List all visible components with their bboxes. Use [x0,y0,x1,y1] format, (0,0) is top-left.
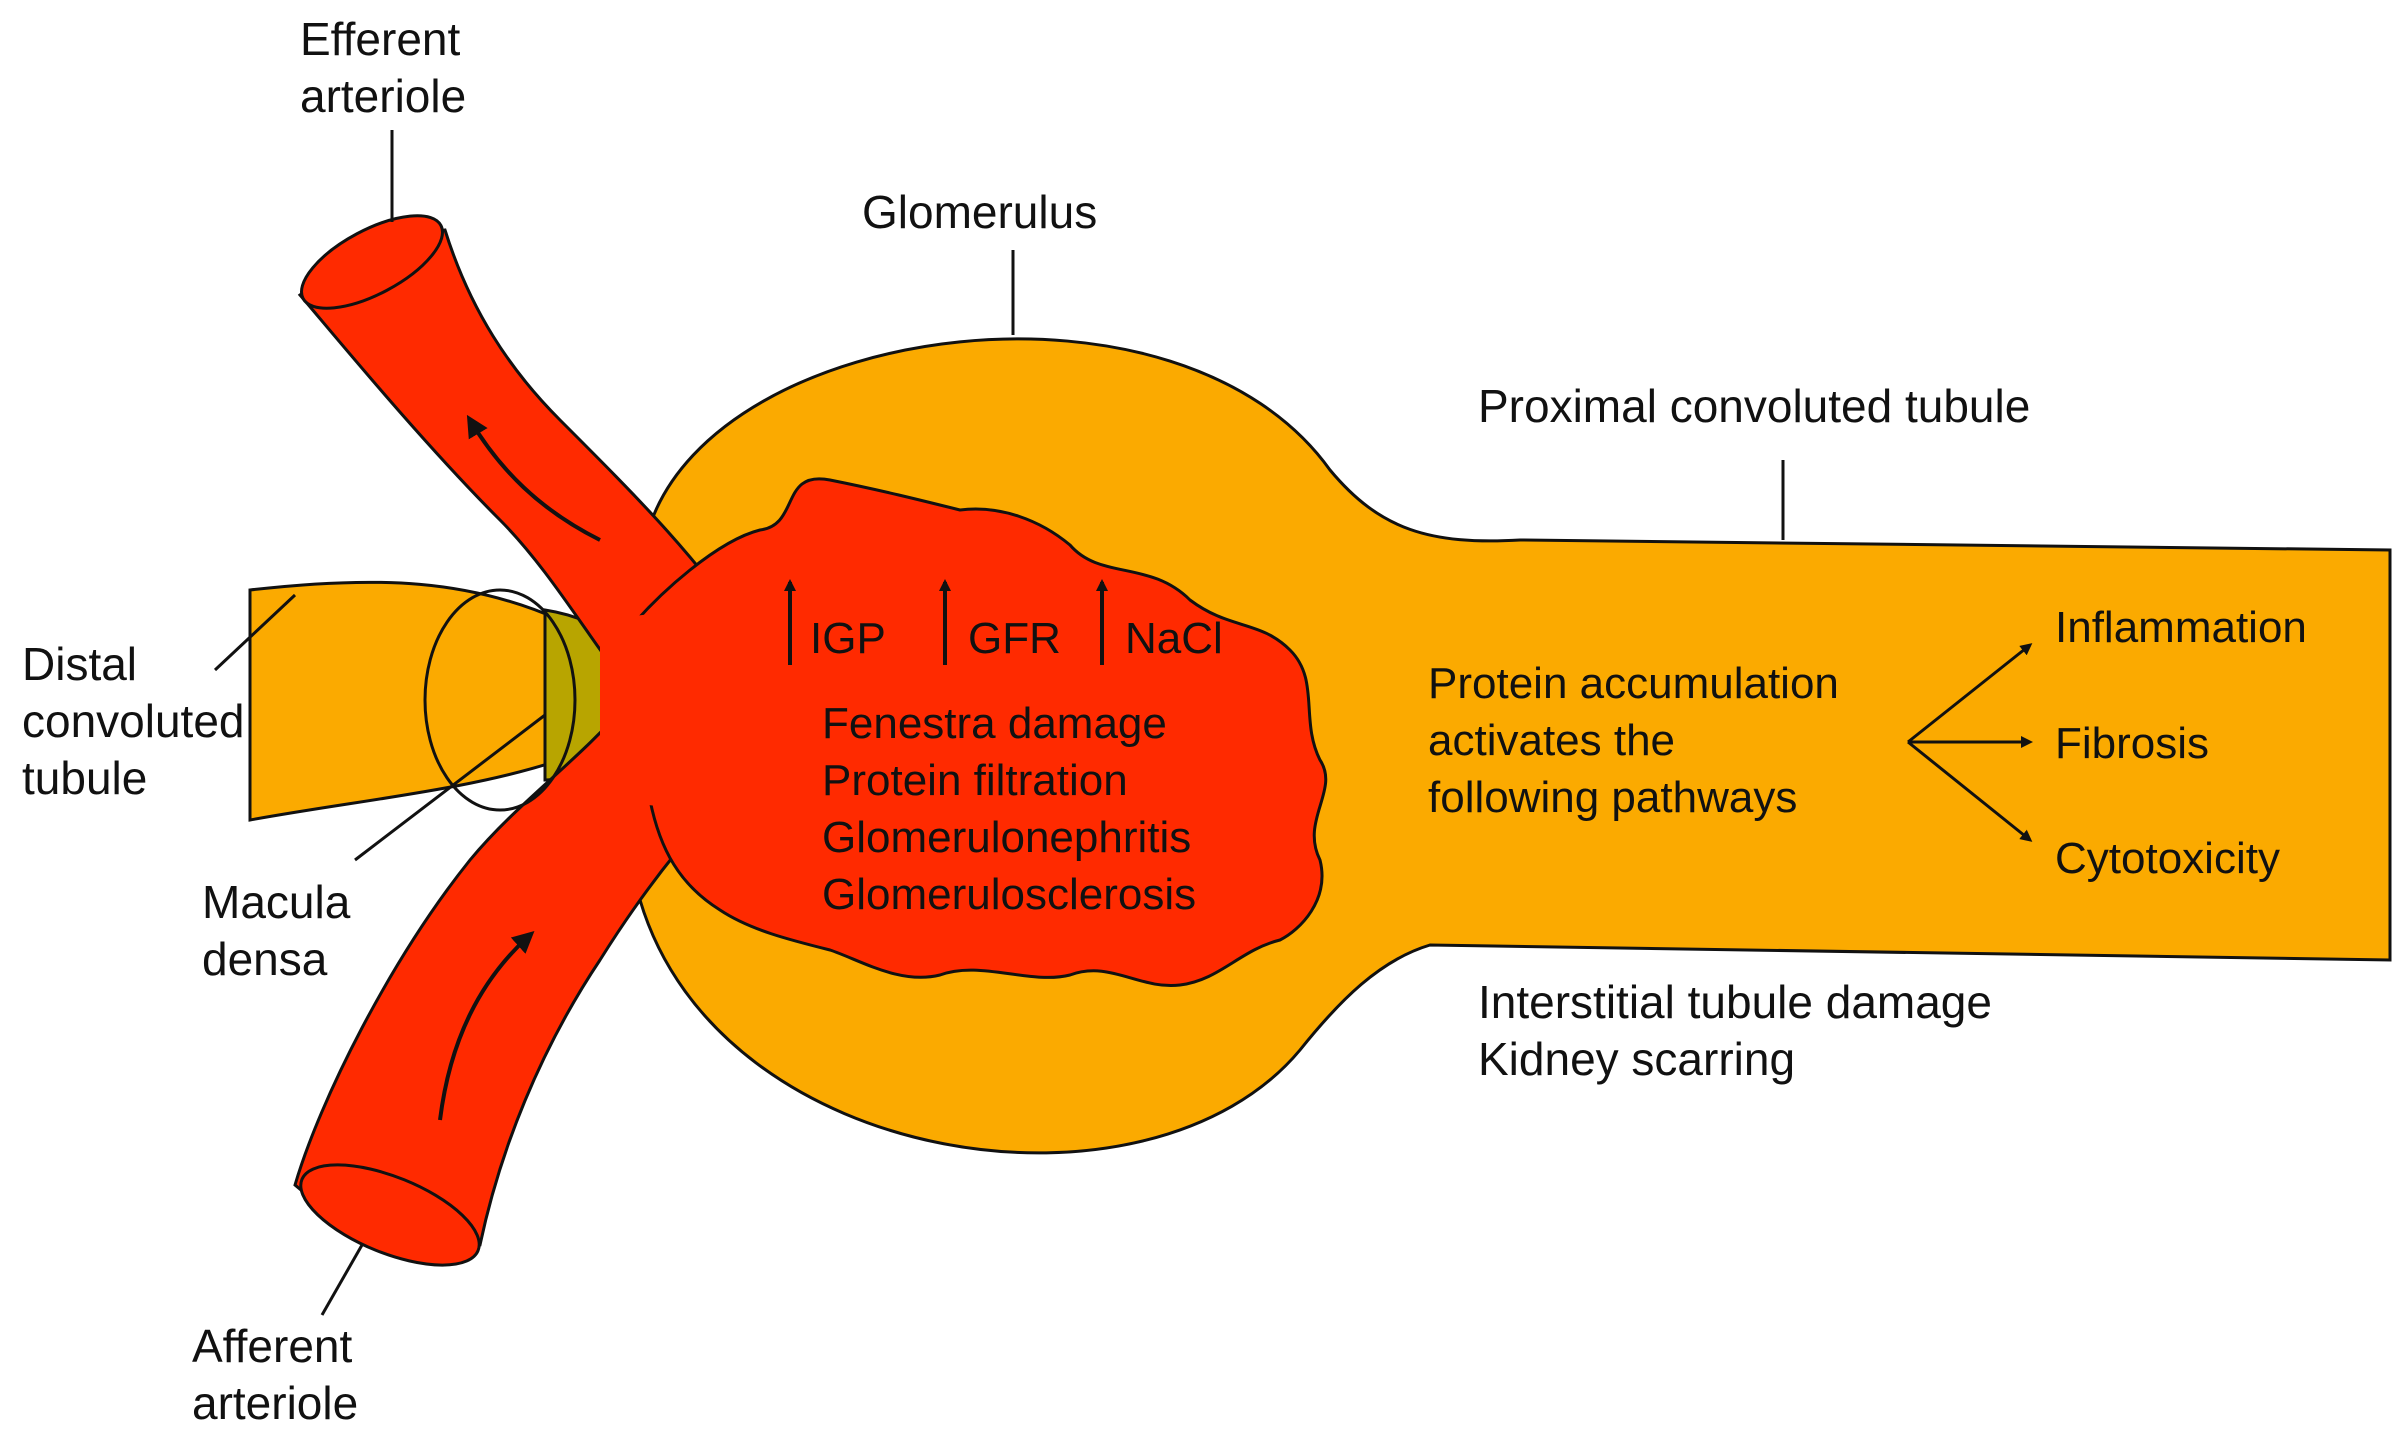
increase-gfr-label: GFR [968,614,1061,663]
macula-label-line1: Macula [202,876,351,928]
distal-label-line3: tubule [22,752,147,804]
outcome-inflammation: Inflammation [2055,603,2307,652]
efferent-label-line1: Efferent [300,13,460,65]
afferent-leader [320,1244,364,1316]
increase-nacl-label: NaCl [1125,614,1223,663]
damage-item-2: Protein filtration [822,756,1128,805]
afferent-flow-arrow [438,930,535,1121]
interstitial-line1: Interstitial tubule damage [1478,976,1992,1028]
efferent-label-line2: arteriole [300,70,466,122]
pathway-source-line3: following pathways [1428,773,1797,822]
macula-leader [354,713,546,862]
distal-label-line1: Distal [22,638,137,690]
interstitial-line2: Kidney scarring [1478,1033,1795,1085]
afferent-label-line2: arteriole [192,1377,358,1429]
macula-label-line2: densa [202,933,328,985]
efferent-arteriole-opening [300,214,444,310]
pathway-source-line2: activates the [1428,716,1675,765]
damage-item-4: Glomerulosclerosis [822,870,1196,919]
vessel-junction-shape [600,600,790,820]
arrow-to-inflammation [1907,643,2033,744]
outcome-cytotoxicity: Cytotoxicity [2055,834,2280,883]
pathway-source-line1: Protein accumulation [1428,659,1839,708]
distal-tubule-shape [248,580,562,822]
efferent-flow-arrow [466,414,601,542]
distal-tubule-opening [423,588,577,812]
outcome-fibrosis: Fibrosis [2055,719,2209,768]
glomerulus-label: Glomerulus [862,186,1097,238]
glomerulus-tuft-shape [613,477,1328,988]
increase-igp-label: IGP [810,614,886,663]
arrow-to-cytotoxicity [1907,740,2033,842]
distal-label-line2: convoluted [22,695,245,747]
distal-leader [213,593,297,672]
damage-item-3: Glomerulonephritis [822,813,1191,862]
afferent-label-line1: Afferent [192,1320,352,1372]
proximal-tubule-label: Proximal convoluted tubule [1478,380,2030,432]
afferent-arteriole-opening [299,1163,481,1267]
damage-item-1: Fenestra damage [822,699,1167,748]
efferent-arteriole-shape [297,228,763,692]
